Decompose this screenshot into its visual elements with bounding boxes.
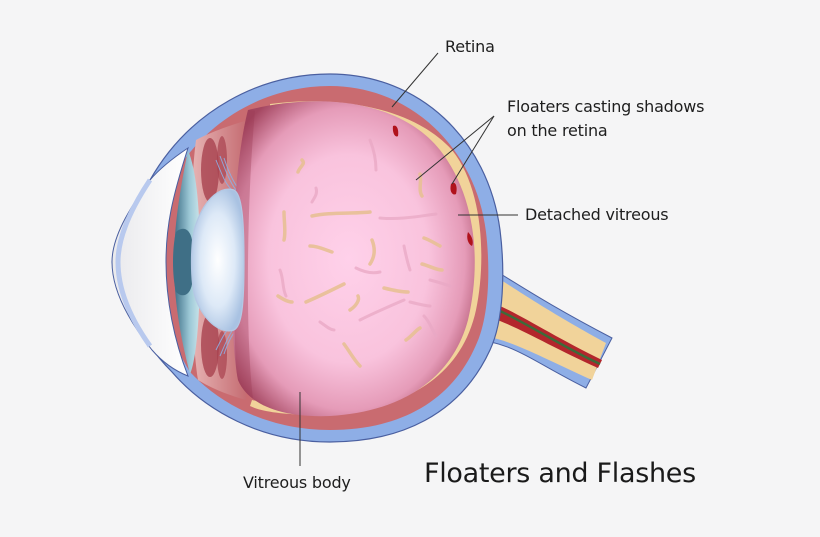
label-vitreous-body: Vitreous body bbox=[243, 473, 351, 492]
label-floaters-line2: on the retina bbox=[507, 121, 608, 140]
diagram-title: Floaters and Flashes bbox=[424, 458, 696, 489]
label-detached-vitreous: Detached vitreous bbox=[525, 205, 669, 224]
lens bbox=[190, 188, 245, 332]
floaters bbox=[276, 138, 452, 368]
blood-spots bbox=[392, 125, 473, 246]
leader-lines bbox=[299, 52, 518, 466]
vitreous-body bbox=[232, 101, 475, 417]
label-floaters-line1: Floaters casting shadows bbox=[507, 97, 705, 116]
label-retina: Retina bbox=[445, 37, 495, 56]
